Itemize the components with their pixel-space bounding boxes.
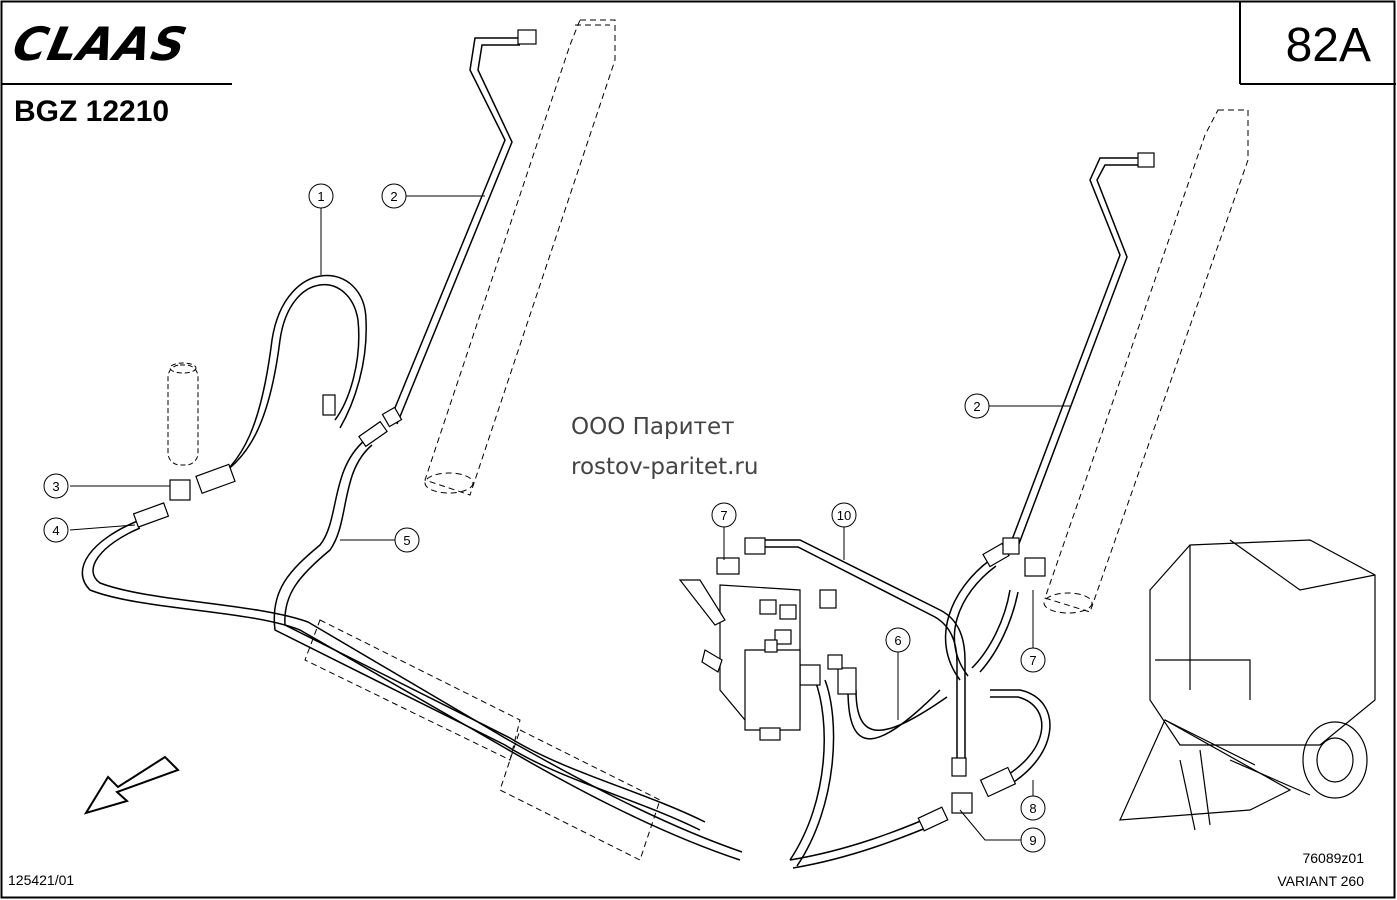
svg-text:1: 1 [317,189,324,204]
page-number: 82A [1285,19,1371,72]
callout-leaders [69,195,1070,841]
control-valve-block [678,579,837,741]
hose-7-right [971,589,1019,673]
callout-8: 8 [1020,795,1046,821]
callout-10: 10 [831,502,857,528]
watermark-url: rostov-paritet.ru [571,454,759,480]
callout-circles: 1 2 3 4 5 2 7 10 6 7 8 9 [43,183,1046,853]
svg-text:9: 9 [1029,833,1036,848]
callout-6: 6 [885,627,911,653]
direction-arrow [83,755,180,815]
callout-1: 1 [308,183,334,209]
variant-label: VARIANT 260 [1277,873,1364,889]
callout-3: 3 [43,473,69,499]
hose-4 [81,519,743,861]
cylinder-left-outline [424,19,616,496]
cylinder-right-outline [1043,109,1249,614]
hose-1 [204,274,367,488]
pipe-10 [760,539,966,760]
svg-text:7: 7 [1029,653,1036,668]
hose-main-right [789,679,939,869]
svg-text:2: 2 [973,399,980,414]
hose-5 [273,439,706,831]
callout-5: 5 [394,527,420,553]
fittings [132,29,1155,832]
pipe-2-right [1009,157,1140,550]
svg-text:10: 10 [837,508,851,523]
footer-left-code: 125421/01 [8,872,75,888]
svg-text:4: 4 [52,523,59,538]
brand-logo: CLAAS [8,17,193,71]
hose-6 [847,689,948,740]
callout-7-right: 7 [1020,647,1046,673]
callout-9: 9 [1020,827,1046,853]
callout-7-left: 7 [711,502,737,528]
svg-text:5: 5 [403,533,410,548]
svg-text:8: 8 [1029,801,1036,816]
baler-thumbnail [1119,539,1376,831]
document-code: BGZ 12210 [14,95,170,128]
pipe-2-left [389,37,520,425]
watermark-company: ООО Паритет [571,414,735,440]
svg-text:6: 6 [894,633,901,648]
svg-text:2: 2 [390,189,397,204]
callout-2-right: 2 [964,393,990,419]
axle-outline [304,619,661,861]
figure-code: 76089z01 [1302,850,1364,866]
callout-4: 4 [43,517,69,543]
svg-text:7: 7 [720,508,727,523]
accumulator-outline [167,362,199,466]
svg-text:3: 3 [52,479,59,494]
callout-2-left: 2 [381,183,407,209]
hose-8 [944,559,1051,791]
